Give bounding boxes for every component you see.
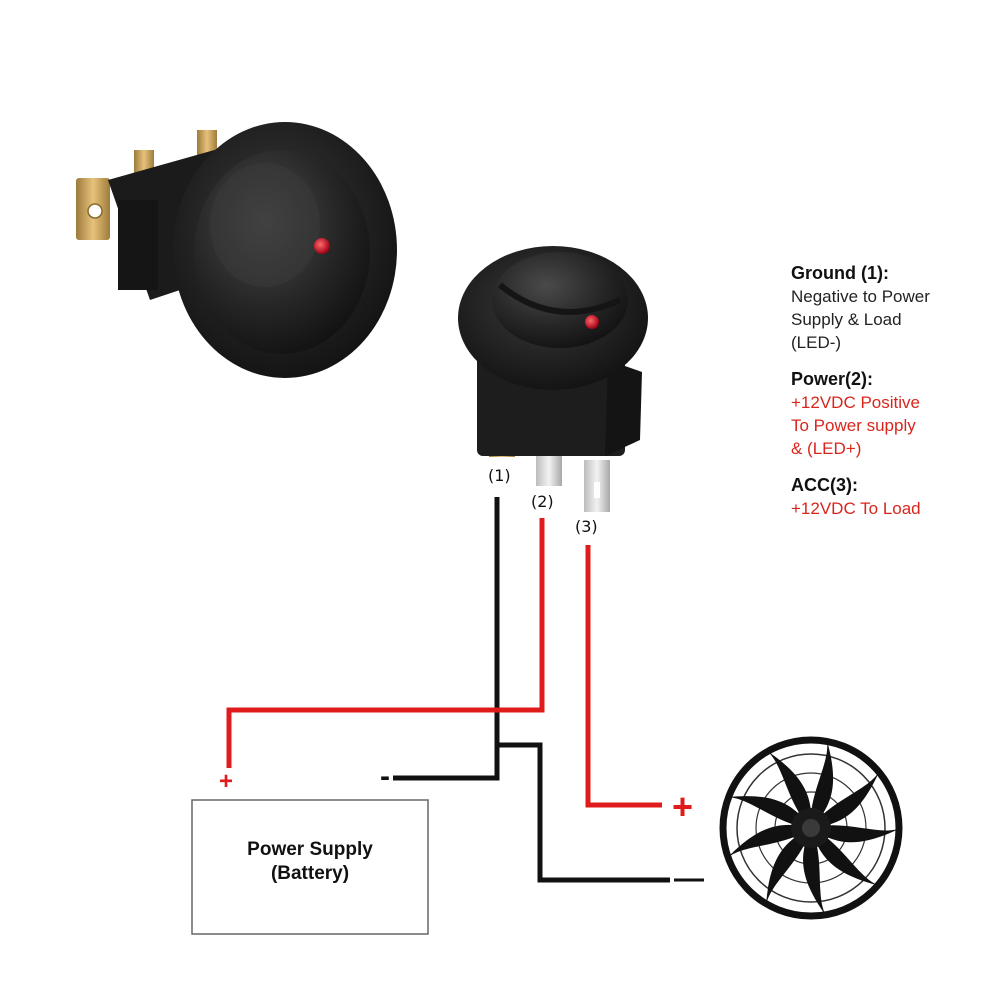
load-minus-sign: — [674,862,704,895]
pin-legend: Ground (1): Negative to Power Supply & L… [791,262,991,534]
legend-power-heading: Power(2): [791,369,874,389]
led-indicator [585,315,599,329]
battery-box [191,799,429,935]
fan-blade [803,828,827,917]
fan-blade [765,749,812,828]
fan-blade [811,770,880,828]
legend-ground-line: Negative to Power [791,287,930,306]
fan-blade [726,824,811,859]
pin-label-1: (1) [488,466,511,485]
fan-icon [719,736,903,920]
wire-ground-to-load [497,742,670,883]
fan-blade [726,796,811,828]
side-clip [605,360,642,456]
legend-acc-line: +12VDC To Load [791,499,921,518]
terminal-hole [87,203,103,219]
legend-power-line: To Power supply [791,416,916,435]
switch-photo-angled [76,122,397,378]
pin-label-3: (3) [575,517,598,536]
legend-power-line: & (LED+) [791,439,862,458]
legend-ground-line: (LED-) [791,333,842,352]
legend-power-line: +12VDC Positive [791,393,920,412]
wire-acc-to-load [585,545,662,808]
fan-blade [810,739,834,828]
legend-acc: ACC(3): +12VDC To Load [791,474,991,520]
legend-acc-heading: ACC(3): [791,475,858,495]
rocker-highlight [210,163,320,287]
fan-blade [765,828,811,907]
legend-ground: Ground (1): Negative to Power Supply & L… [791,262,991,354]
terminal-3-slot [594,482,600,498]
legend-ground-heading: Ground (1): [791,263,889,283]
battery-label: Power Supply (Battery) [192,838,428,886]
battery-minus-sign: - [380,760,390,793]
fan-grille [736,753,886,903]
fan-hub-cap [802,819,820,837]
fan-shroud [719,736,903,920]
fan-blade [811,825,902,843]
battery-plus-sign: + [219,768,234,795]
fan-blade [811,828,881,886]
load-plus-sign: + [672,786,694,827]
legend-ground-line: Supply & Load [791,310,902,329]
rocker-ridge [498,282,622,315]
battery-label-line1: Power Supply [247,839,373,860]
led-indicator [314,238,330,254]
wire-ground-to-battery [393,497,500,781]
battery-label-line2: (Battery) [270,863,350,884]
switch-housing-rib [118,200,158,290]
switch-photo-front [458,246,648,512]
legend-power: Power(2): +12VDC Positive To Power suppl… [791,368,991,460]
fan-blades [726,739,902,917]
wire-power-to-battery [226,518,545,768]
rocker-cap [492,252,628,348]
wires [226,497,670,883]
pin-label-2: (2) [531,492,554,511]
